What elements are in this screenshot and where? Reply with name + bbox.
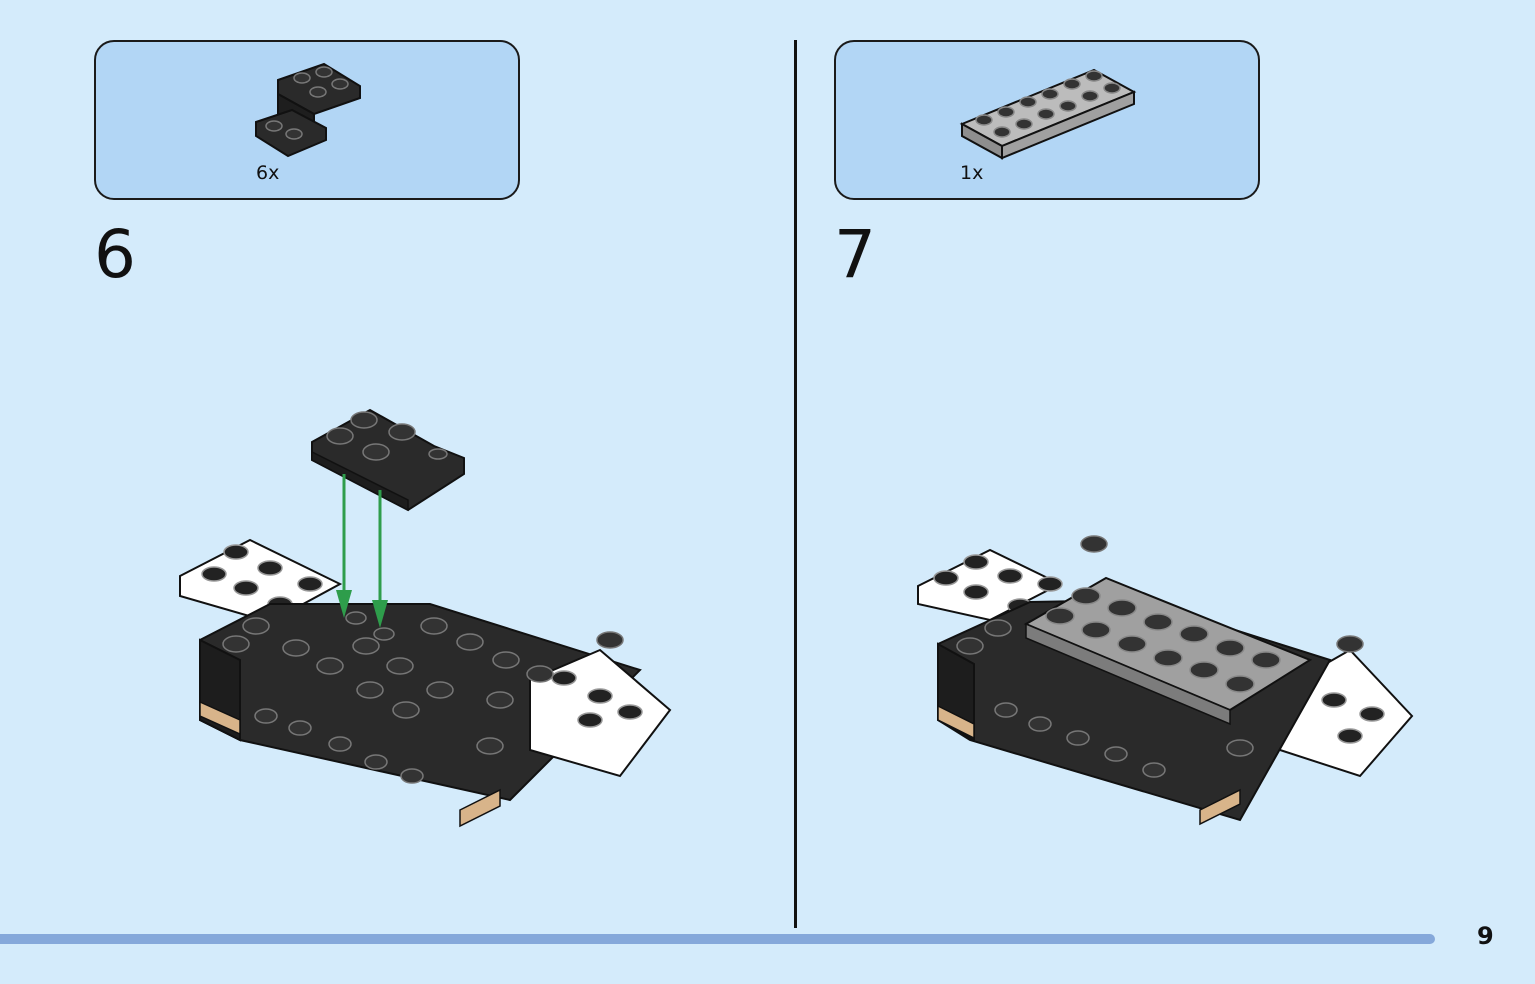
step-number: 6: [94, 216, 136, 293]
part-quantity: 1x: [960, 162, 984, 184]
step-6-build-illustration: [179, 408, 672, 828]
parts-callout-step-7: 1x: [834, 40, 1260, 200]
page-divider: [794, 40, 797, 928]
step-7-build-illustration: [917, 535, 1414, 826]
step-number: 7: [834, 216, 876, 293]
footer-bar: [0, 934, 1435, 944]
black-bracket-1x2-2x2-icon: [255, 62, 361, 158]
part-quantity: 6x: [256, 162, 280, 184]
gray-plate-2x6-icon: [959, 68, 1137, 160]
page-number: 9: [1477, 922, 1494, 950]
parts-callout-step-6: 6x: [94, 40, 520, 200]
